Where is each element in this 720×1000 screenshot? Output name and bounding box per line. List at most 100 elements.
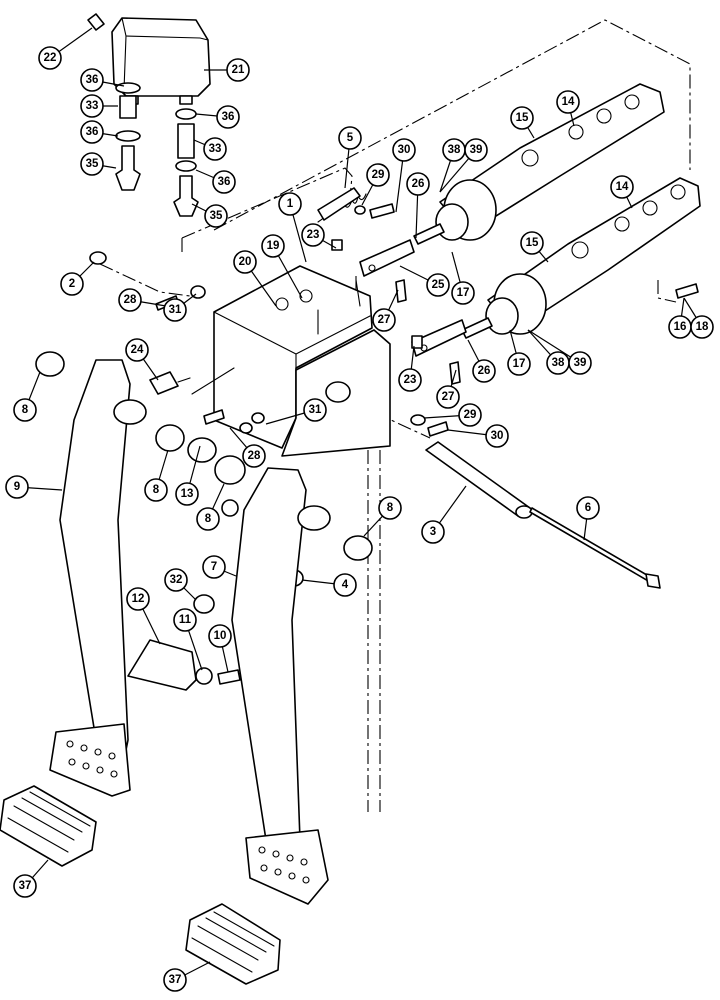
callout-c35b: 35	[191, 203, 228, 228]
callout-circle	[226, 58, 250, 82]
callout-number: 28	[248, 450, 261, 462]
callout-c18: 18	[683, 297, 714, 339]
callout-number: 23	[404, 374, 417, 386]
callout-number: 30	[398, 144, 411, 156]
callout-c11: 11	[173, 608, 203, 671]
callout-number: 7	[211, 561, 217, 573]
callout-number: 22	[44, 52, 57, 64]
callout-c14a: 14	[556, 90, 580, 127]
callout-number: 11	[179, 614, 192, 626]
callout-number: 31	[309, 404, 322, 416]
callout-c8c: 8	[196, 483, 225, 531]
callout-circle	[163, 298, 187, 322]
callout-number: 35	[86, 158, 99, 170]
callout-c17b: 17	[507, 329, 531, 376]
callout-circle	[60, 272, 84, 296]
callout-c27a: 27	[372, 289, 399, 332]
callout-circle	[204, 204, 228, 228]
callout-circle	[426, 273, 450, 297]
callout-circle	[690, 315, 714, 339]
callout-c30b: 30	[447, 424, 509, 448]
callout-c15a: 15	[510, 106, 535, 139]
callout-circle	[163, 968, 187, 992]
callout-number: 36	[218, 176, 231, 188]
callout-number: 31	[169, 304, 182, 316]
callout-circle	[216, 105, 240, 129]
callout-c17a: 17	[451, 251, 475, 305]
callout-c19: 19	[261, 234, 303, 299]
callout-number: 33	[86, 100, 99, 112]
callout-c2: 2	[60, 261, 95, 296]
callout-number: 8	[205, 513, 212, 525]
callout-c5: 5	[338, 126, 362, 189]
callout-number: 37	[19, 880, 32, 892]
callout-c8b: 8	[144, 449, 169, 502]
callout-circle	[451, 281, 475, 305]
callout-circle	[144, 478, 168, 502]
callout-number: 32	[170, 574, 183, 586]
callout-circle	[125, 338, 149, 362]
callout-circle	[118, 288, 142, 312]
callout-circle	[80, 120, 104, 144]
callout-circle	[333, 573, 357, 597]
callout-number: 39	[470, 144, 483, 156]
callout-c35a: 35	[80, 152, 117, 176]
callout-c22: 22	[38, 27, 93, 70]
callout-number: 8	[22, 404, 29, 416]
callout-circle	[485, 424, 509, 448]
pedal-pads	[0, 785, 281, 985]
callout-circle	[366, 163, 390, 187]
callout-circle	[5, 475, 29, 499]
callout-c28b: 28	[229, 427, 266, 468]
callout-c23b: 23	[398, 345, 422, 392]
callout-circle	[378, 496, 402, 520]
callout-circle	[556, 90, 580, 114]
callout-circle	[421, 520, 445, 544]
callout-c3: 3	[421, 485, 467, 544]
callout-number: 2	[69, 278, 75, 290]
callout-circle	[372, 308, 396, 332]
callout-number: 24	[131, 344, 144, 356]
callout-c3839d: 39	[527, 329, 592, 375]
callout-number: 25	[432, 279, 445, 291]
callout-circle	[507, 352, 531, 376]
callout-circle	[338, 126, 362, 150]
callout-c24: 24	[125, 338, 159, 381]
callout-number: 35	[210, 210, 223, 222]
callout-c16: 16	[668, 297, 692, 339]
callout-circle	[164, 568, 188, 592]
callout-circle	[126, 587, 150, 611]
callout-c1: 1	[278, 192, 307, 263]
callout-number: 33	[209, 143, 222, 155]
cross-shaft	[425, 441, 661, 589]
callout-circle	[173, 608, 197, 632]
callout-number: 39	[574, 357, 587, 369]
callout-number: 6	[585, 502, 591, 514]
callout-circle	[208, 624, 232, 648]
callout-number: 1	[287, 198, 294, 210]
callout-circle	[458, 403, 482, 427]
callout-c13: 13	[175, 445, 201, 506]
callout-circle	[202, 555, 226, 579]
callout-c37a: 37	[13, 859, 49, 898]
link-plate	[127, 594, 241, 691]
callout-c14b: 14	[610, 175, 634, 209]
callout-circle	[472, 359, 496, 383]
callout-circle	[196, 507, 220, 531]
callout-c4: 4	[301, 573, 357, 597]
pedal-right	[231, 467, 331, 905]
callout-circle	[13, 398, 37, 422]
callout-number: 15	[526, 237, 539, 249]
callout-c36c: 36	[195, 105, 240, 129]
callout-circle	[242, 444, 266, 468]
callout-number: 18	[696, 321, 709, 333]
callout-circle	[398, 368, 422, 392]
callout-number: 12	[132, 593, 145, 605]
callout-number: 29	[464, 409, 477, 421]
callout-c27b: 27	[436, 369, 460, 409]
callout-circle	[436, 385, 460, 409]
callout-c28a: 28	[118, 288, 167, 312]
callout-number: 37	[169, 974, 182, 986]
